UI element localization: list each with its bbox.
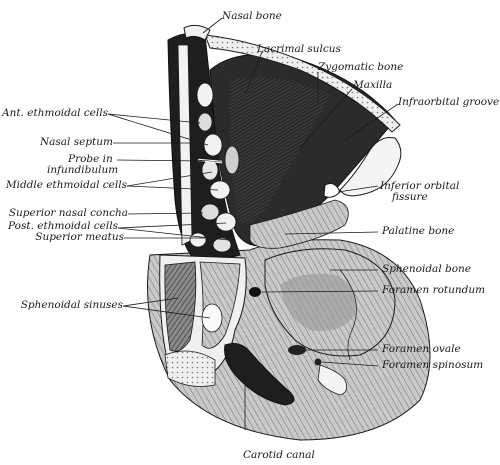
leader-lines	[107, 17, 399, 430]
sphenoidal-sinus-left	[164, 261, 197, 352]
label-zygomatic-bone: Zygomatic bone	[318, 61, 404, 73]
label-maxilla: Maxilla	[353, 79, 393, 91]
label-superior-nasal-concha: Superior nasal concha	[8, 207, 128, 219]
basal-cut-surface	[164, 350, 216, 387]
nasal-bone-tip	[183, 24, 211, 41]
zygomatic-process	[339, 137, 402, 197]
label-probe-line2: infundibulum	[47, 164, 119, 176]
orbital-rim	[204, 34, 401, 133]
palatine-region	[249, 199, 349, 249]
label-foramen-ovale: Foramen ovale	[382, 343, 461, 355]
label-foramen-rotundum: Foramen rotundum	[382, 284, 486, 296]
label-middle-ethmoidal-cells: Middle ethmoidal cells	[5, 179, 127, 191]
label-sphenoidal-sinuses: Sphenoidal sinuses	[20, 299, 123, 311]
foramen-ovale-opening	[288, 345, 306, 355]
label-palatine-bone: Palatine bone	[382, 225, 455, 237]
middle-cranial-fossa-shade	[280, 273, 356, 331]
label-ant-ethmoidal-cells: Ant. ethmoidal cells	[2, 107, 108, 119]
foramen-rotundum-opening	[249, 287, 261, 297]
label-superior-meatus: Superior meatus	[35, 231, 124, 243]
carotid-canal-tube	[224, 343, 295, 406]
orbit-floor-shade	[229, 77, 330, 224]
label-nasal-septum: Nasal septum	[39, 136, 113, 148]
label-foramen-spinosum: Foramen spinosum	[382, 359, 484, 371]
label-post-ethmoidal-cells: Post. ethmoidal cells	[8, 220, 118, 232]
petrous-edge	[317, 364, 348, 396]
label-lacrimal-sulcus: Lacrimal sulcus	[257, 43, 341, 55]
label-sphenoidal-bone: Sphenoidal bone	[382, 263, 472, 275]
label-inferior-orbital-line1: Inferior orbital	[380, 180, 460, 192]
sphenoidal-sinus-cell	[201, 303, 223, 333]
label-carotid-canal: Carotid canal	[243, 449, 315, 461]
ethmoidal-cells	[189, 82, 240, 253]
label-nasal-bone: Nasal bone	[222, 10, 282, 22]
label-probe-line1: Probe in	[68, 153, 113, 165]
foramen-spinosum-opening	[314, 358, 322, 366]
label-inferior-orbital-line2: fissure	[392, 191, 428, 203]
sphenoid-suture	[339, 269, 357, 361]
label-infraorbital-groove: Infraorbital groove	[398, 96, 500, 108]
